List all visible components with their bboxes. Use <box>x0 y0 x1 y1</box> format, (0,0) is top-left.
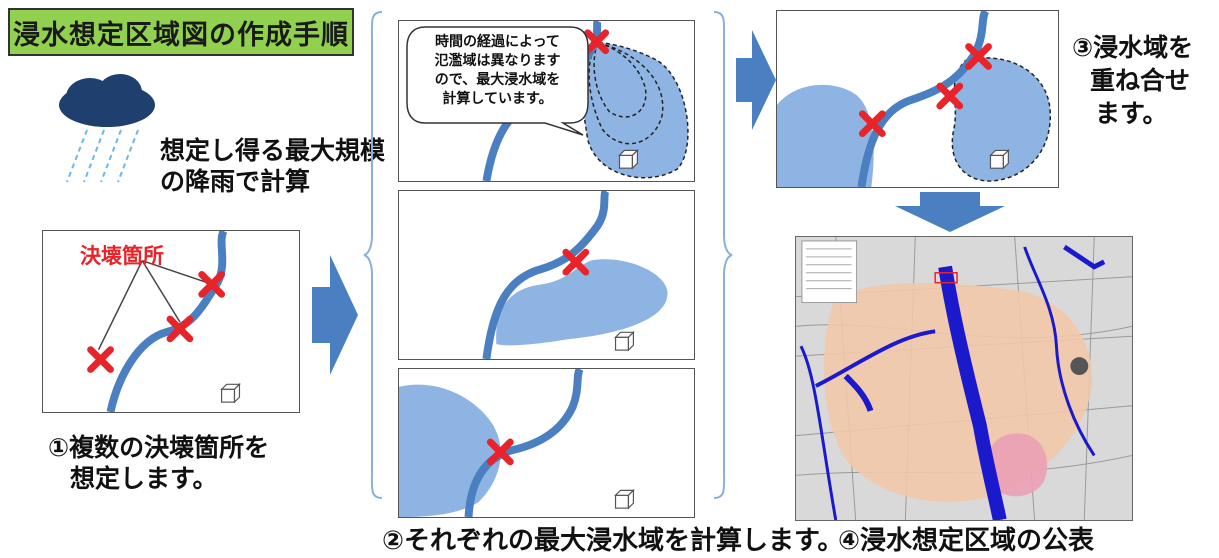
speech-bubble: 時間の経過によって 氾濫域は異なります ので、最大浸水域を 計算しています。 <box>405 25 590 137</box>
breach-x-icon <box>87 271 226 373</box>
page-title: 浸水想定区域図の作成手順 <box>8 8 354 56</box>
arrow-right-icon-2 <box>736 30 776 130</box>
rain-caption-line2: の降雨で計算 <box>160 167 311 196</box>
step1-line1: ①複数の決壊箇所を <box>48 433 270 462</box>
bubble-line4: 計算しています。 <box>442 91 553 107</box>
breach-panel <box>42 230 300 413</box>
brace-icon-right <box>712 10 734 500</box>
breach-label: 決壊箇所 <box>80 244 164 268</box>
step1-line2: 想定します。 <box>70 464 218 493</box>
rain-caption-line1: 想定し得る最大規模 <box>160 136 386 165</box>
step2-caption: ②それぞれの最大浸水域を計算します。 <box>382 526 844 556</box>
brace-icon <box>362 10 384 500</box>
overlay-panel <box>776 10 1059 188</box>
bubble-line2: 氾濫域は異なります <box>434 53 561 69</box>
bubble-line3: ので、最大浸水域を <box>434 72 561 88</box>
step3-line2: 重ね合せ <box>1090 66 1191 95</box>
hazard-map <box>795 236 1133 521</box>
bubble-line1: 時間の経過によって <box>435 34 560 50</box>
flood-panel-c <box>398 368 695 518</box>
cloud-icon <box>52 70 162 190</box>
house-icon <box>220 382 241 404</box>
arrow-right-icon <box>312 255 358 375</box>
arrow-down-icon <box>895 192 1005 232</box>
step3-line3: ます。 <box>1095 99 1168 128</box>
step4-caption: ④浸水想定区域の公表 <box>838 526 1095 556</box>
step3-line1: ③浸水域を <box>1072 33 1194 62</box>
flood-panel-b <box>398 190 695 360</box>
rain-icon <box>66 129 139 183</box>
